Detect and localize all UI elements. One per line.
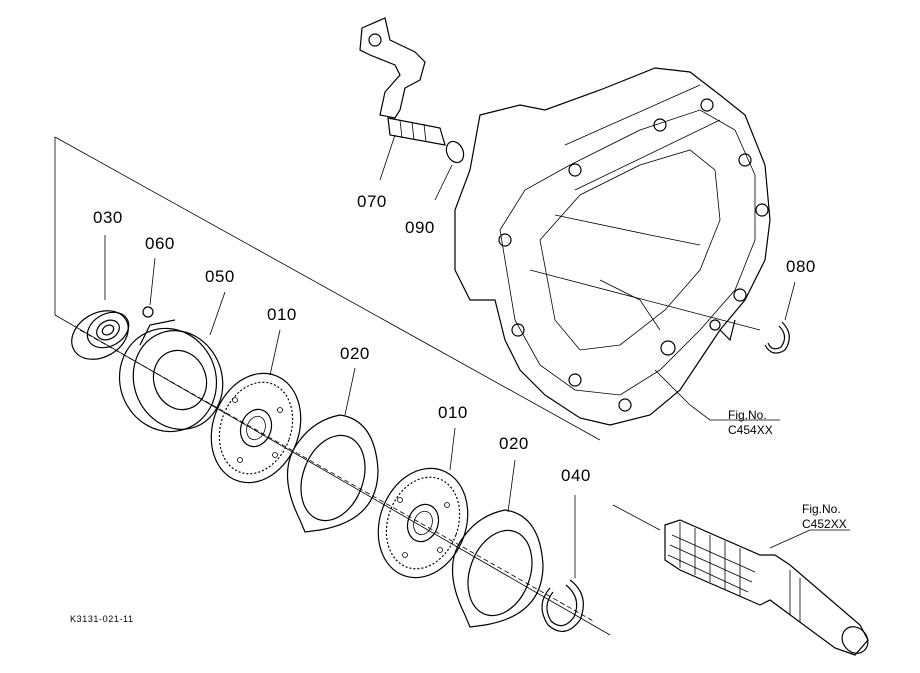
- frame-outline: [54, 136, 661, 636]
- drawing-code: K3131-021-11: [70, 614, 134, 624]
- snap-ring: [541, 495, 584, 632]
- part-label-090: 090: [405, 218, 435, 237]
- output-shaft: [664, 519, 869, 656]
- fig-ref-c454: Fig.No. C454XX: [728, 408, 773, 438]
- pressure-plate: [118, 291, 226, 433]
- leader-fig-c454: [654, 369, 780, 421]
- part-label-020-upper: 020: [340, 344, 370, 363]
- part-label-040: 040: [561, 466, 591, 485]
- part-label-030: 030: [93, 208, 123, 227]
- assembly-axis-line: [79, 329, 596, 623]
- part-label-070: 070: [357, 192, 387, 211]
- friction-disc-lower: [377, 427, 469, 579]
- snap-ring-right: [764, 281, 796, 354]
- steel-plate-upper: [286, 367, 379, 533]
- fig-ref-c452-line1: Fig.No.: [802, 502, 841, 516]
- bearing: [71, 235, 130, 360]
- fig-ref-c454-line1: Fig.No.: [728, 408, 767, 422]
- part-label-060: 060: [145, 234, 175, 253]
- friction-disc-upper: [210, 329, 302, 484]
- part-label-080: 080: [786, 257, 816, 276]
- ball: [142, 257, 156, 318]
- part-label-020-lower: 020: [499, 434, 529, 453]
- o-ring: [434, 140, 465, 201]
- part-label-010-upper: 010: [267, 305, 297, 324]
- fig-ref-c452: Fig.No. C452XX: [802, 502, 847, 532]
- steel-plate-lower: [451, 459, 544, 628]
- shift-lever: [359, 17, 446, 181]
- gear-case-housing: [454, 67, 771, 426]
- part-label-050: 050: [205, 267, 235, 286]
- fig-ref-c454-line2: C454XX: [728, 423, 773, 437]
- fig-ref-c452-line2: C452XX: [802, 517, 847, 531]
- part-label-010-lower: 010: [438, 403, 468, 422]
